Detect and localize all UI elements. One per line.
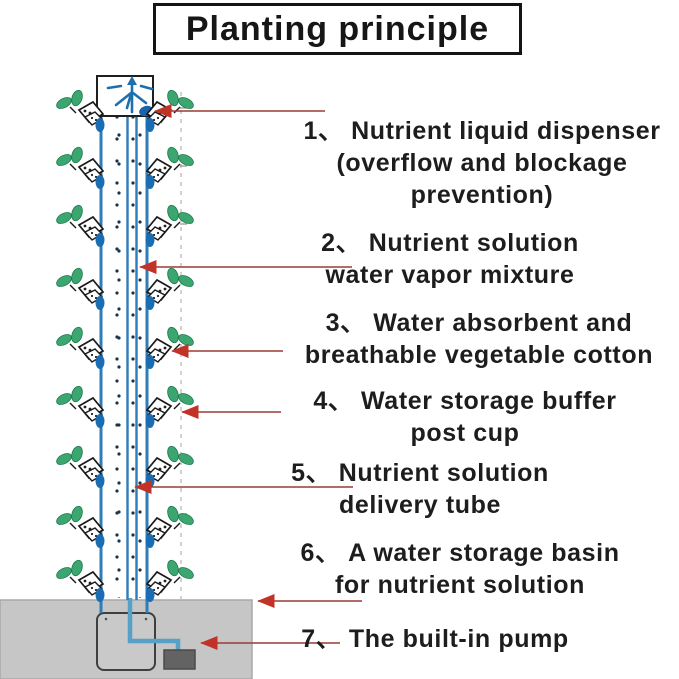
annotation-line: 7、 The built-in pump: [301, 625, 569, 653]
annotation-2-vapor-mixture: 2、 Nutrient solution water vapor mixture: [282, 227, 618, 291]
center-delivery-tube: [126, 82, 138, 600]
grow-tower: [53, 75, 197, 613]
annotation-line: 3、 Water absorbent and: [325, 309, 633, 337]
annotation-6-storage-basin: 6、 A water storage basin for nutrient so…: [284, 537, 636, 601]
annotation-line: breathable vegetable cotton: [304, 341, 654, 369]
annotation-line: 6、 A water storage basin: [300, 539, 620, 567]
annotation-line: water vapor mixture: [325, 261, 575, 289]
annotation-line: (overflow and blockage: [336, 149, 628, 177]
pointer-arrows: [134, 103, 362, 651]
annotation-5-delivery-tube: 5、 Nutrient solution delivery tube: [272, 457, 568, 521]
built-in-pump: [163, 649, 196, 670]
annotation-4-buffer-post-cup: 4、 Water storage buffer post cup: [282, 385, 648, 449]
water-storage-basin: [0, 598, 253, 679]
annotation-line: delivery tube: [338, 491, 502, 519]
title-box: Planting principle: [153, 3, 522, 55]
annotation-line: post cup: [410, 419, 520, 447]
annotation-line: 5、 Nutrient solution: [291, 459, 549, 487]
water-pipe: [127, 598, 181, 653]
annotation-line: prevention): [410, 181, 554, 209]
annotation-line: 1、 Nutrient liquid dispenser: [303, 117, 661, 145]
sprinkler-icon: [106, 76, 154, 114]
annotation-1-nutrient-dispenser: 1、 Nutrient liquid dispenser (overflow a…: [284, 115, 679, 211]
annotation-line: 4、 Water storage buffer: [313, 387, 617, 415]
annotation-7-built-in-pump: 7、 The built-in pump: [282, 623, 588, 655]
page-title: Planting principle: [185, 9, 490, 48]
annotation-3-vegetable-cotton: 3、 Water absorbent and breathable vegeta…: [278, 307, 679, 371]
annotation-line: 2、 Nutrient solution: [321, 229, 579, 257]
annotation-line: for nutrient solution: [334, 571, 586, 599]
